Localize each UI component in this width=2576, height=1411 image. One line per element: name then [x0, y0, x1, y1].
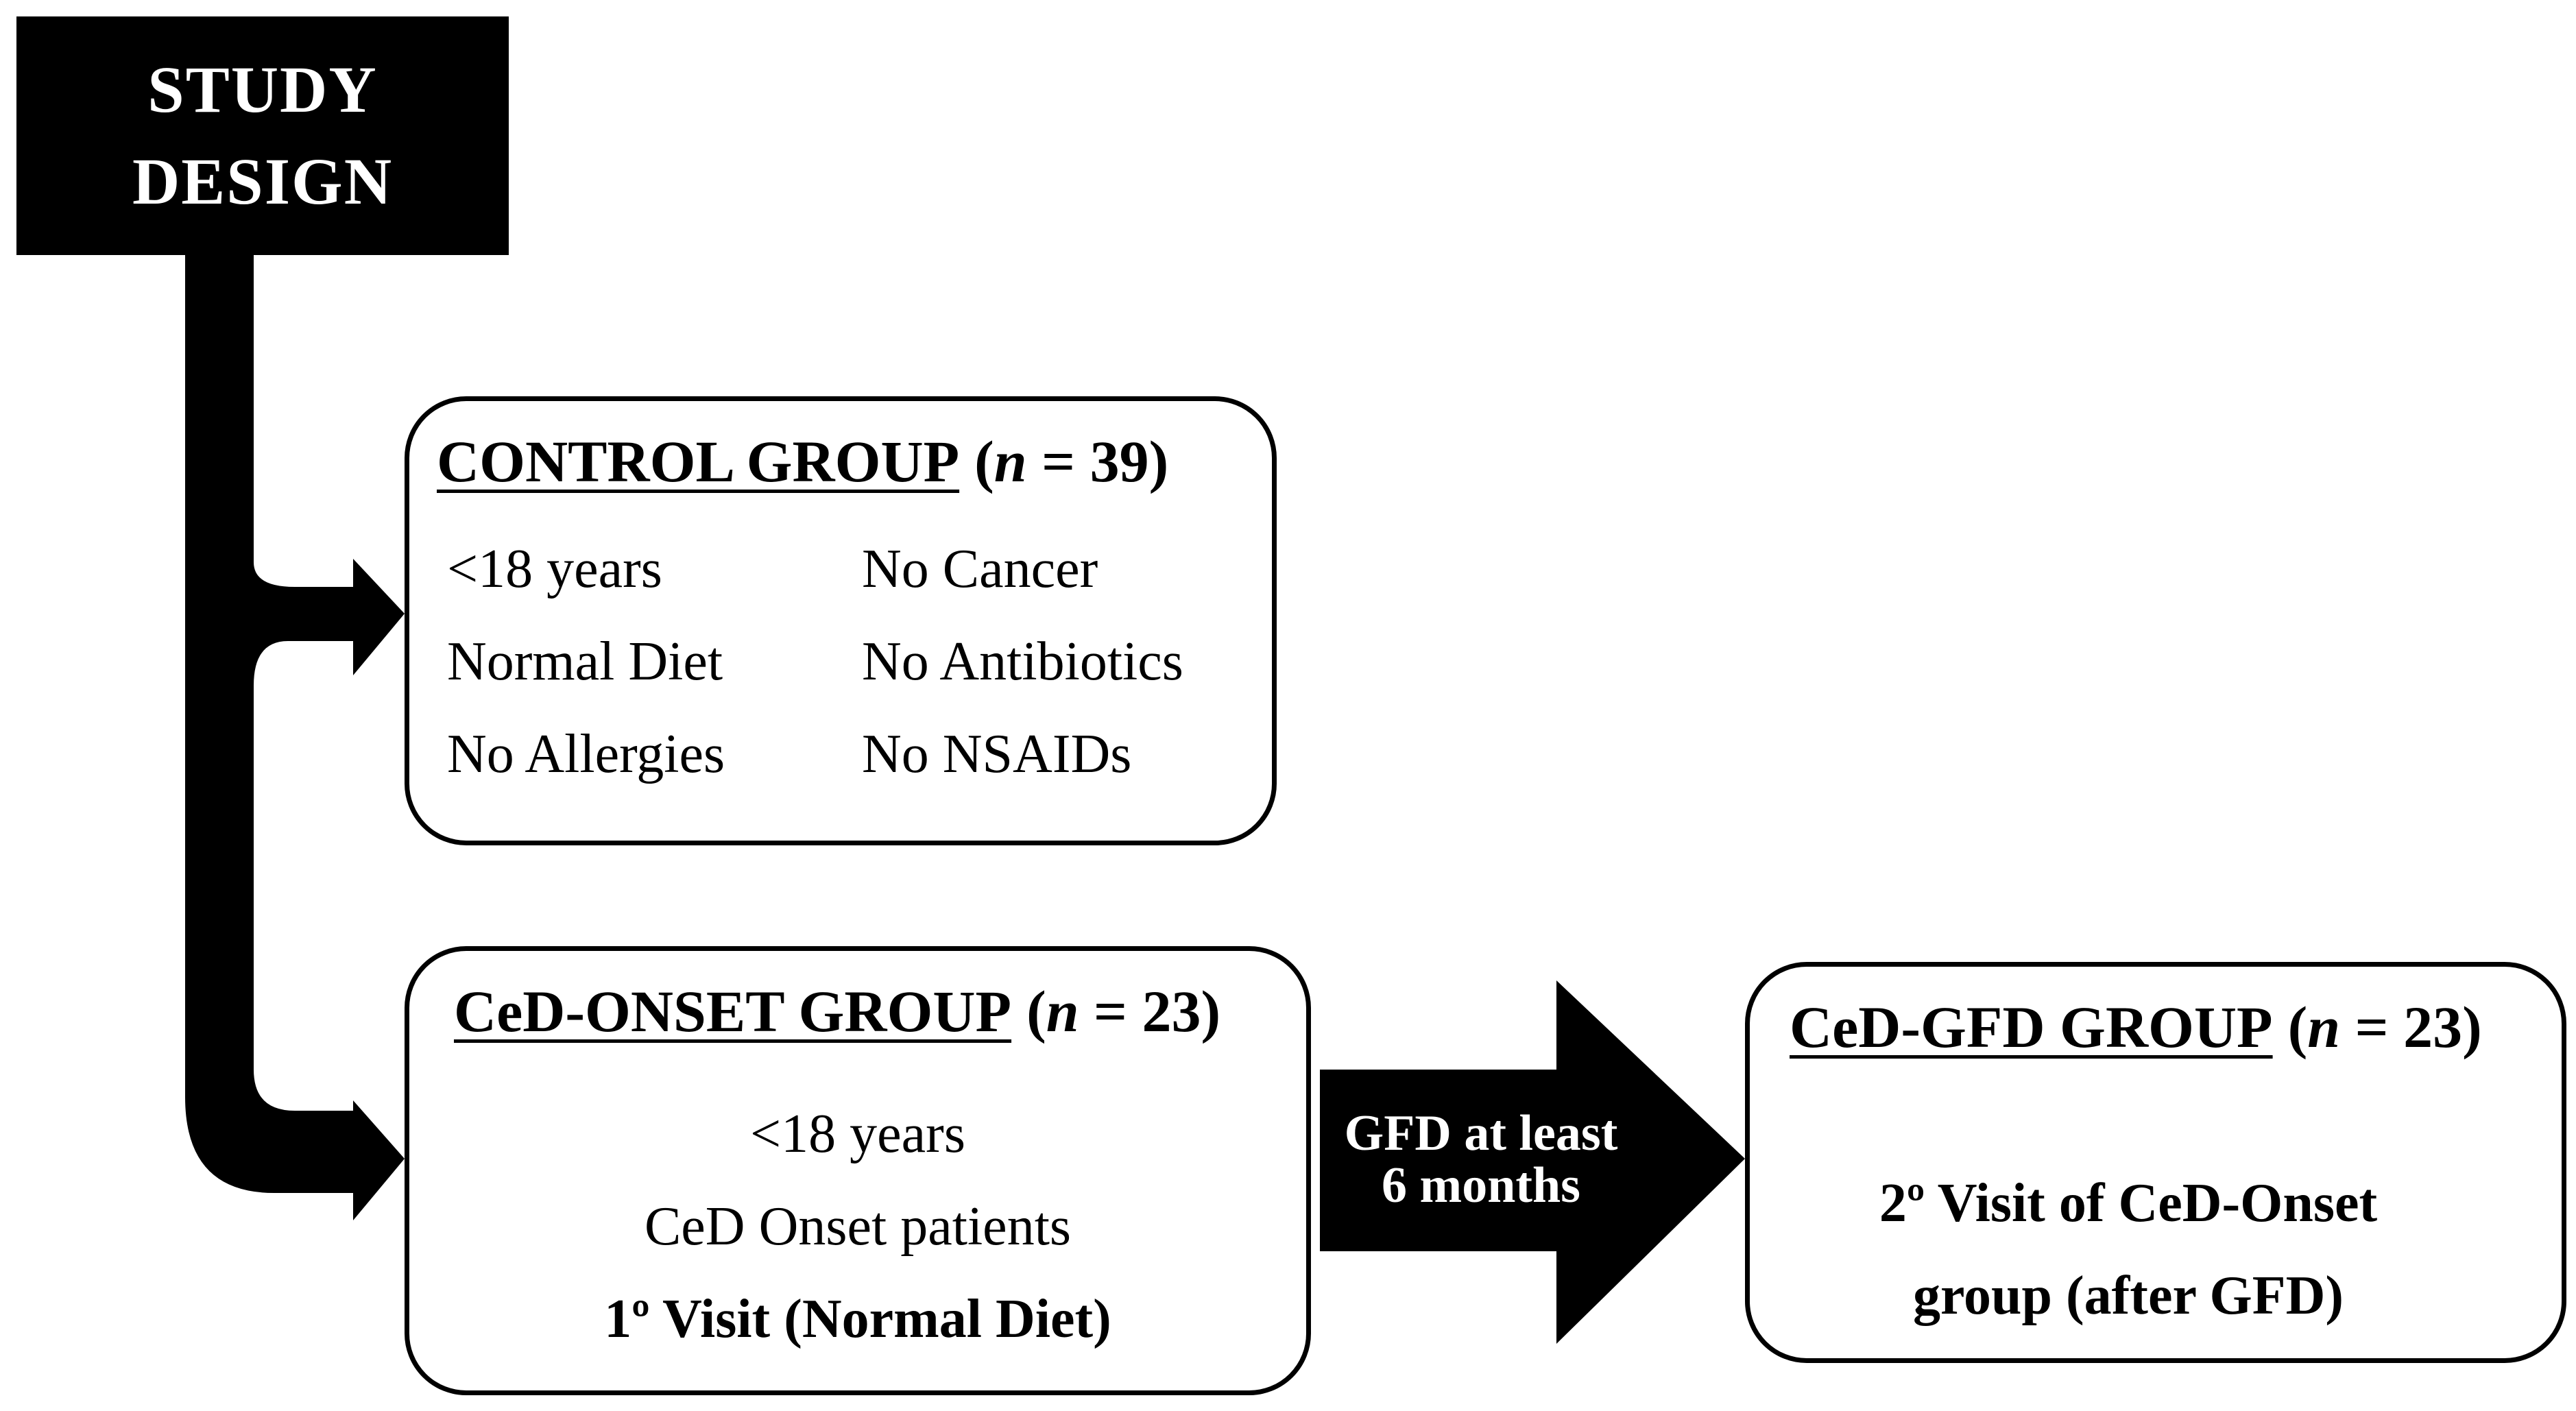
gfd-group-heading: CeD-GFD GROUP(n = 23): [1790, 993, 2482, 1061]
gfd-visit-line-1: 2º Visit of CeD-Onset: [1879, 1173, 2378, 1233]
gfd-group-name: CeD-GFD GROUP: [1790, 994, 2273, 1060]
transition-line-2: 6 months: [1382, 1157, 1580, 1214]
trunk-connector: [185, 255, 405, 1220]
onset-group-box: CeD-ONSET GROUP(n = 23) <18 years CeD On…: [405, 946, 1311, 1395]
onset-group-name: CeD-ONSET GROUP: [454, 978, 1012, 1044]
onset-group-heading: CeD-ONSET GROUP(n = 23): [454, 977, 1220, 1046]
transition-label: GFD at least 6 months: [1320, 1107, 1642, 1211]
control-criterion-right-1: No Cancer: [862, 539, 1098, 599]
onset-group-count: (n = 23): [1026, 978, 1221, 1044]
onset-criterion-2: CeD Onset patients: [644, 1196, 1072, 1257]
transition-arrow: [1320, 980, 1745, 1344]
transition-line-1: GFD at least: [1344, 1105, 1618, 1161]
onset-visit-label: 1º Visit (Normal Diet): [604, 1289, 1111, 1349]
control-criterion-left-3: No Allergies: [447, 724, 725, 784]
control-criterion-left-2: Normal Diet: [447, 631, 723, 692]
control-group-count: (n = 39): [974, 429, 1169, 494]
control-criterion-right-2: No Antibiotics: [862, 631, 1183, 692]
title-line-2: DESIGN: [132, 145, 394, 218]
control-group-box: CONTROL GROUP(n = 39) <18 years Normal D…: [405, 396, 1277, 845]
gfd-visit-line-2: group (after GFD): [1912, 1266, 2344, 1326]
study-design-title: STUDY DESIGN: [16, 16, 509, 255]
title-line-1: STUDY: [147, 53, 378, 126]
gfd-group-count: (n = 23): [2287, 994, 2482, 1060]
control-group-name: CONTROL GROUP: [437, 429, 960, 494]
control-criterion-right-3: No NSAIDs: [862, 724, 1132, 784]
onset-criterion-1: <18 years: [750, 1104, 965, 1164]
control-criterion-left-1: <18 years: [447, 539, 662, 599]
control-group-heading: CONTROL GROUP(n = 39): [437, 427, 1168, 496]
gfd-group-box: CeD-GFD GROUP(n = 23) 2º Visit of CeD-On…: [1745, 962, 2566, 1363]
